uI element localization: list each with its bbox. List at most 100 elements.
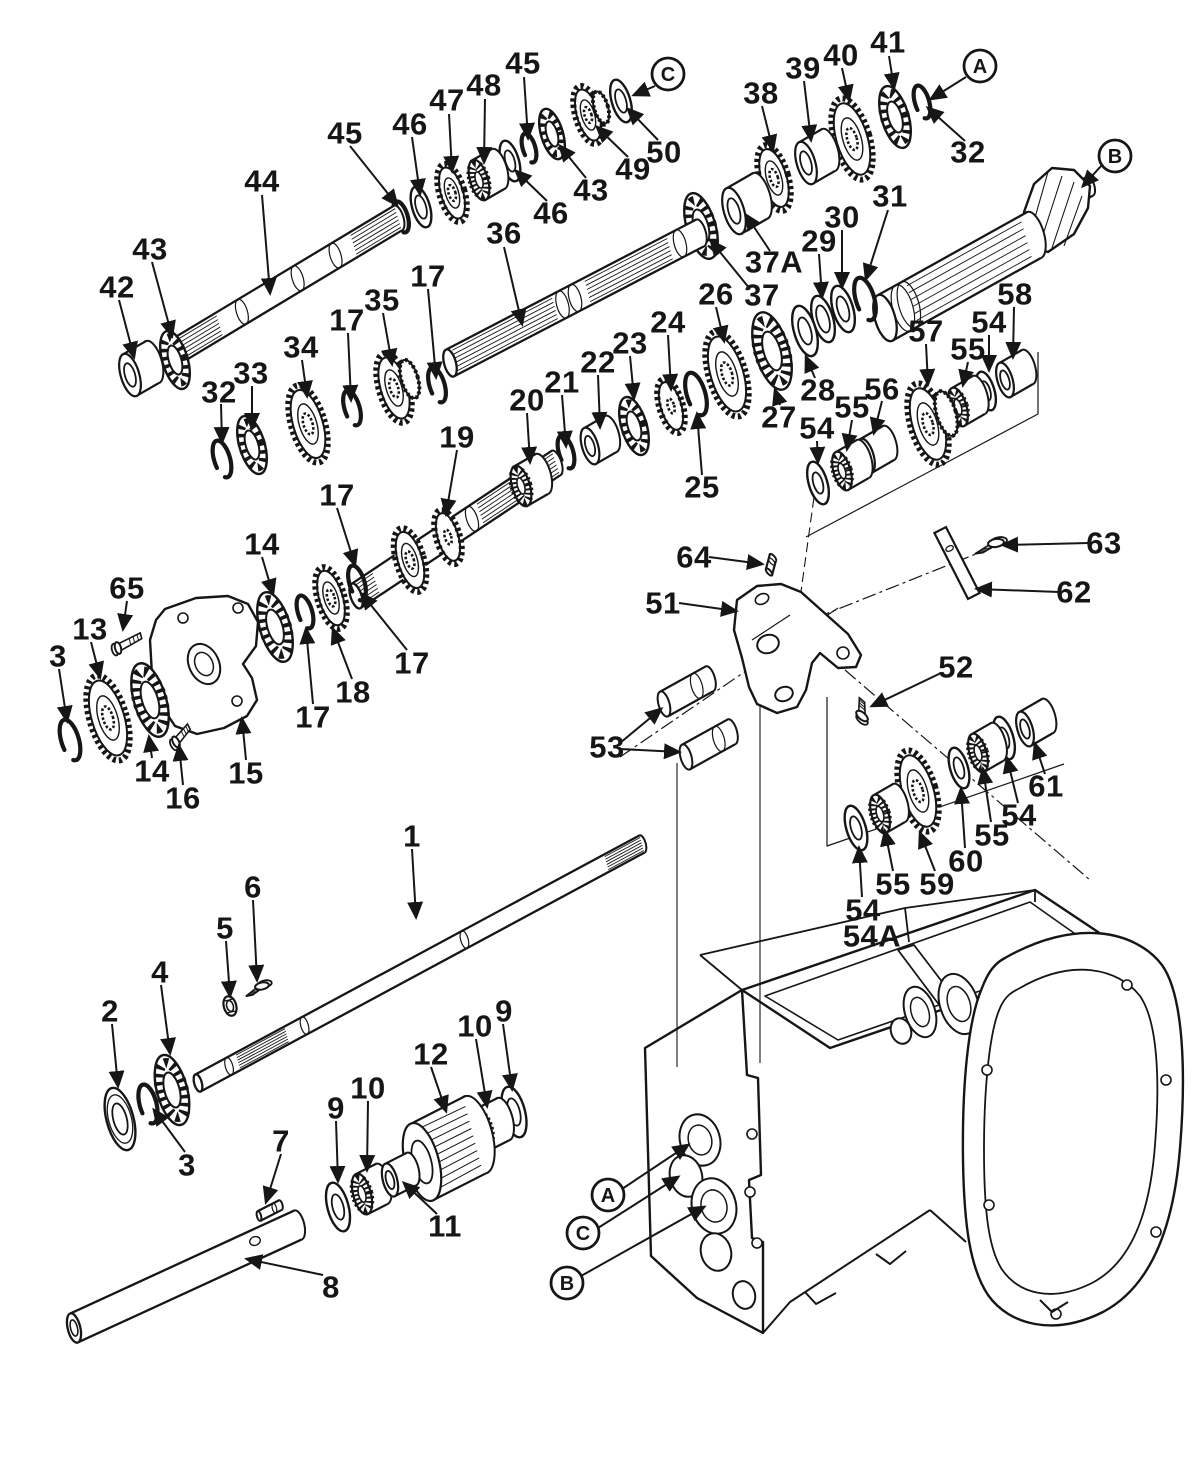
part-label-1: 1 <box>403 819 421 854</box>
part-label-17: 17 <box>410 259 445 294</box>
gear-splined-bore <box>301 412 315 436</box>
shaft-splines <box>584 238 673 303</box>
leader-line <box>809 440 826 465</box>
case-opening <box>774 685 794 703</box>
leader-line <box>475 1038 493 1109</box>
part-label-50: 50 <box>646 135 681 170</box>
shaft-near-end <box>872 293 898 343</box>
part-label-12: 12 <box>413 1037 448 1072</box>
part-label-10: 10 <box>350 1071 385 1106</box>
part-label-49: 49 <box>615 152 650 187</box>
washer-bore <box>815 304 831 334</box>
part-label-13: 13 <box>72 612 107 647</box>
case-opening <box>983 1199 995 1211</box>
part-label-54A: 54A <box>843 919 901 954</box>
gear-splined-bore <box>582 105 594 125</box>
gear-hub <box>443 177 461 209</box>
bolt-head <box>855 709 869 723</box>
needle-bore <box>516 477 526 495</box>
gear-splined-bore <box>665 397 677 415</box>
gear-splined-bore <box>446 183 458 203</box>
part-label-54: 54 <box>1001 798 1037 833</box>
shaft-splines <box>452 297 558 371</box>
leader-line <box>619 743 682 760</box>
case-outline <box>983 968 1159 1295</box>
cylinder-bore <box>799 150 813 176</box>
bearing-balls <box>683 195 719 257</box>
case-opening-inner <box>687 1124 713 1156</box>
bolt-threads <box>128 638 132 645</box>
needle-bore <box>973 744 983 762</box>
leader-line <box>594 124 629 158</box>
case-outline <box>762 1209 1069 1334</box>
shaft-edges <box>195 834 645 1093</box>
case-outline <box>805 352 1039 538</box>
gear-hub <box>96 695 120 741</box>
leader-line <box>631 81 656 97</box>
part-label-31: 31 <box>872 179 907 214</box>
part-label-47: 47 <box>429 83 464 118</box>
washer-bore <box>330 1193 346 1221</box>
case-opening <box>699 1232 733 1272</box>
part-label-29: 29 <box>801 224 836 259</box>
part-label-43: 43 <box>132 232 167 267</box>
bolt-threads <box>859 702 865 708</box>
leader-line <box>513 168 548 202</box>
reference-letter-B: B <box>560 1273 574 1295</box>
shaft-near-end <box>442 348 458 378</box>
case-opening <box>836 646 850 660</box>
bearing-inner-race <box>761 330 783 372</box>
part-label-6: 6 <box>244 870 262 905</box>
leader-line <box>558 143 587 179</box>
part-label-9: 9 <box>327 1091 345 1126</box>
shaft-edges <box>170 204 403 366</box>
leader-line <box>426 288 443 380</box>
part-label-43: 43 <box>573 173 608 208</box>
cluster-pinion-teeth <box>397 357 422 401</box>
seal-detail <box>106 1094 134 1144</box>
gear-hub <box>579 99 597 131</box>
gear-splined-bore <box>911 778 925 804</box>
leader-line <box>851 845 868 898</box>
leader-line <box>977 766 994 823</box>
part-label-24: 24 <box>650 305 686 340</box>
cylinder-edges <box>659 665 714 718</box>
shaft-splines <box>235 1028 289 1069</box>
case-opening <box>1121 979 1133 991</box>
leader-line <box>1002 755 1019 804</box>
leader-line <box>708 554 765 570</box>
pin-collar <box>767 557 776 566</box>
leader-line <box>519 76 536 141</box>
part-label-10: 10 <box>457 1009 492 1044</box>
case-outline <box>1031 171 1083 249</box>
part-label-45: 45 <box>327 116 362 151</box>
bearing-inner-race <box>265 608 285 646</box>
leader-line <box>1000 536 1090 553</box>
part-label-38: 38 <box>743 76 778 111</box>
part-label-28: 28 <box>800 373 835 408</box>
case-opening-inner <box>909 996 931 1028</box>
pin-collar <box>689 672 704 700</box>
gear-hub <box>715 351 739 397</box>
leader-line <box>359 1100 376 1173</box>
leader-line <box>862 209 889 282</box>
leader-line <box>621 1143 691 1190</box>
leader-line <box>1005 306 1022 360</box>
leader-line <box>841 419 858 452</box>
gear-rim <box>394 530 426 590</box>
part-label-40: 40 <box>823 38 858 73</box>
shaft-step <box>459 930 470 949</box>
part-label-11: 11 <box>428 1209 462 1244</box>
part-label-3: 3 <box>178 1148 196 1183</box>
reference-letter-A: A <box>973 56 987 78</box>
pin-face <box>255 1210 263 1222</box>
needle-rollers <box>946 388 970 426</box>
part-label-21: 21 <box>544 365 579 400</box>
part-label-64: 64 <box>676 540 712 575</box>
leader-line <box>401 1180 438 1215</box>
gear-teeth <box>312 564 350 632</box>
part-label-26: 26 <box>698 277 733 312</box>
gear-teeth <box>390 525 430 595</box>
leader-line <box>261 556 277 597</box>
